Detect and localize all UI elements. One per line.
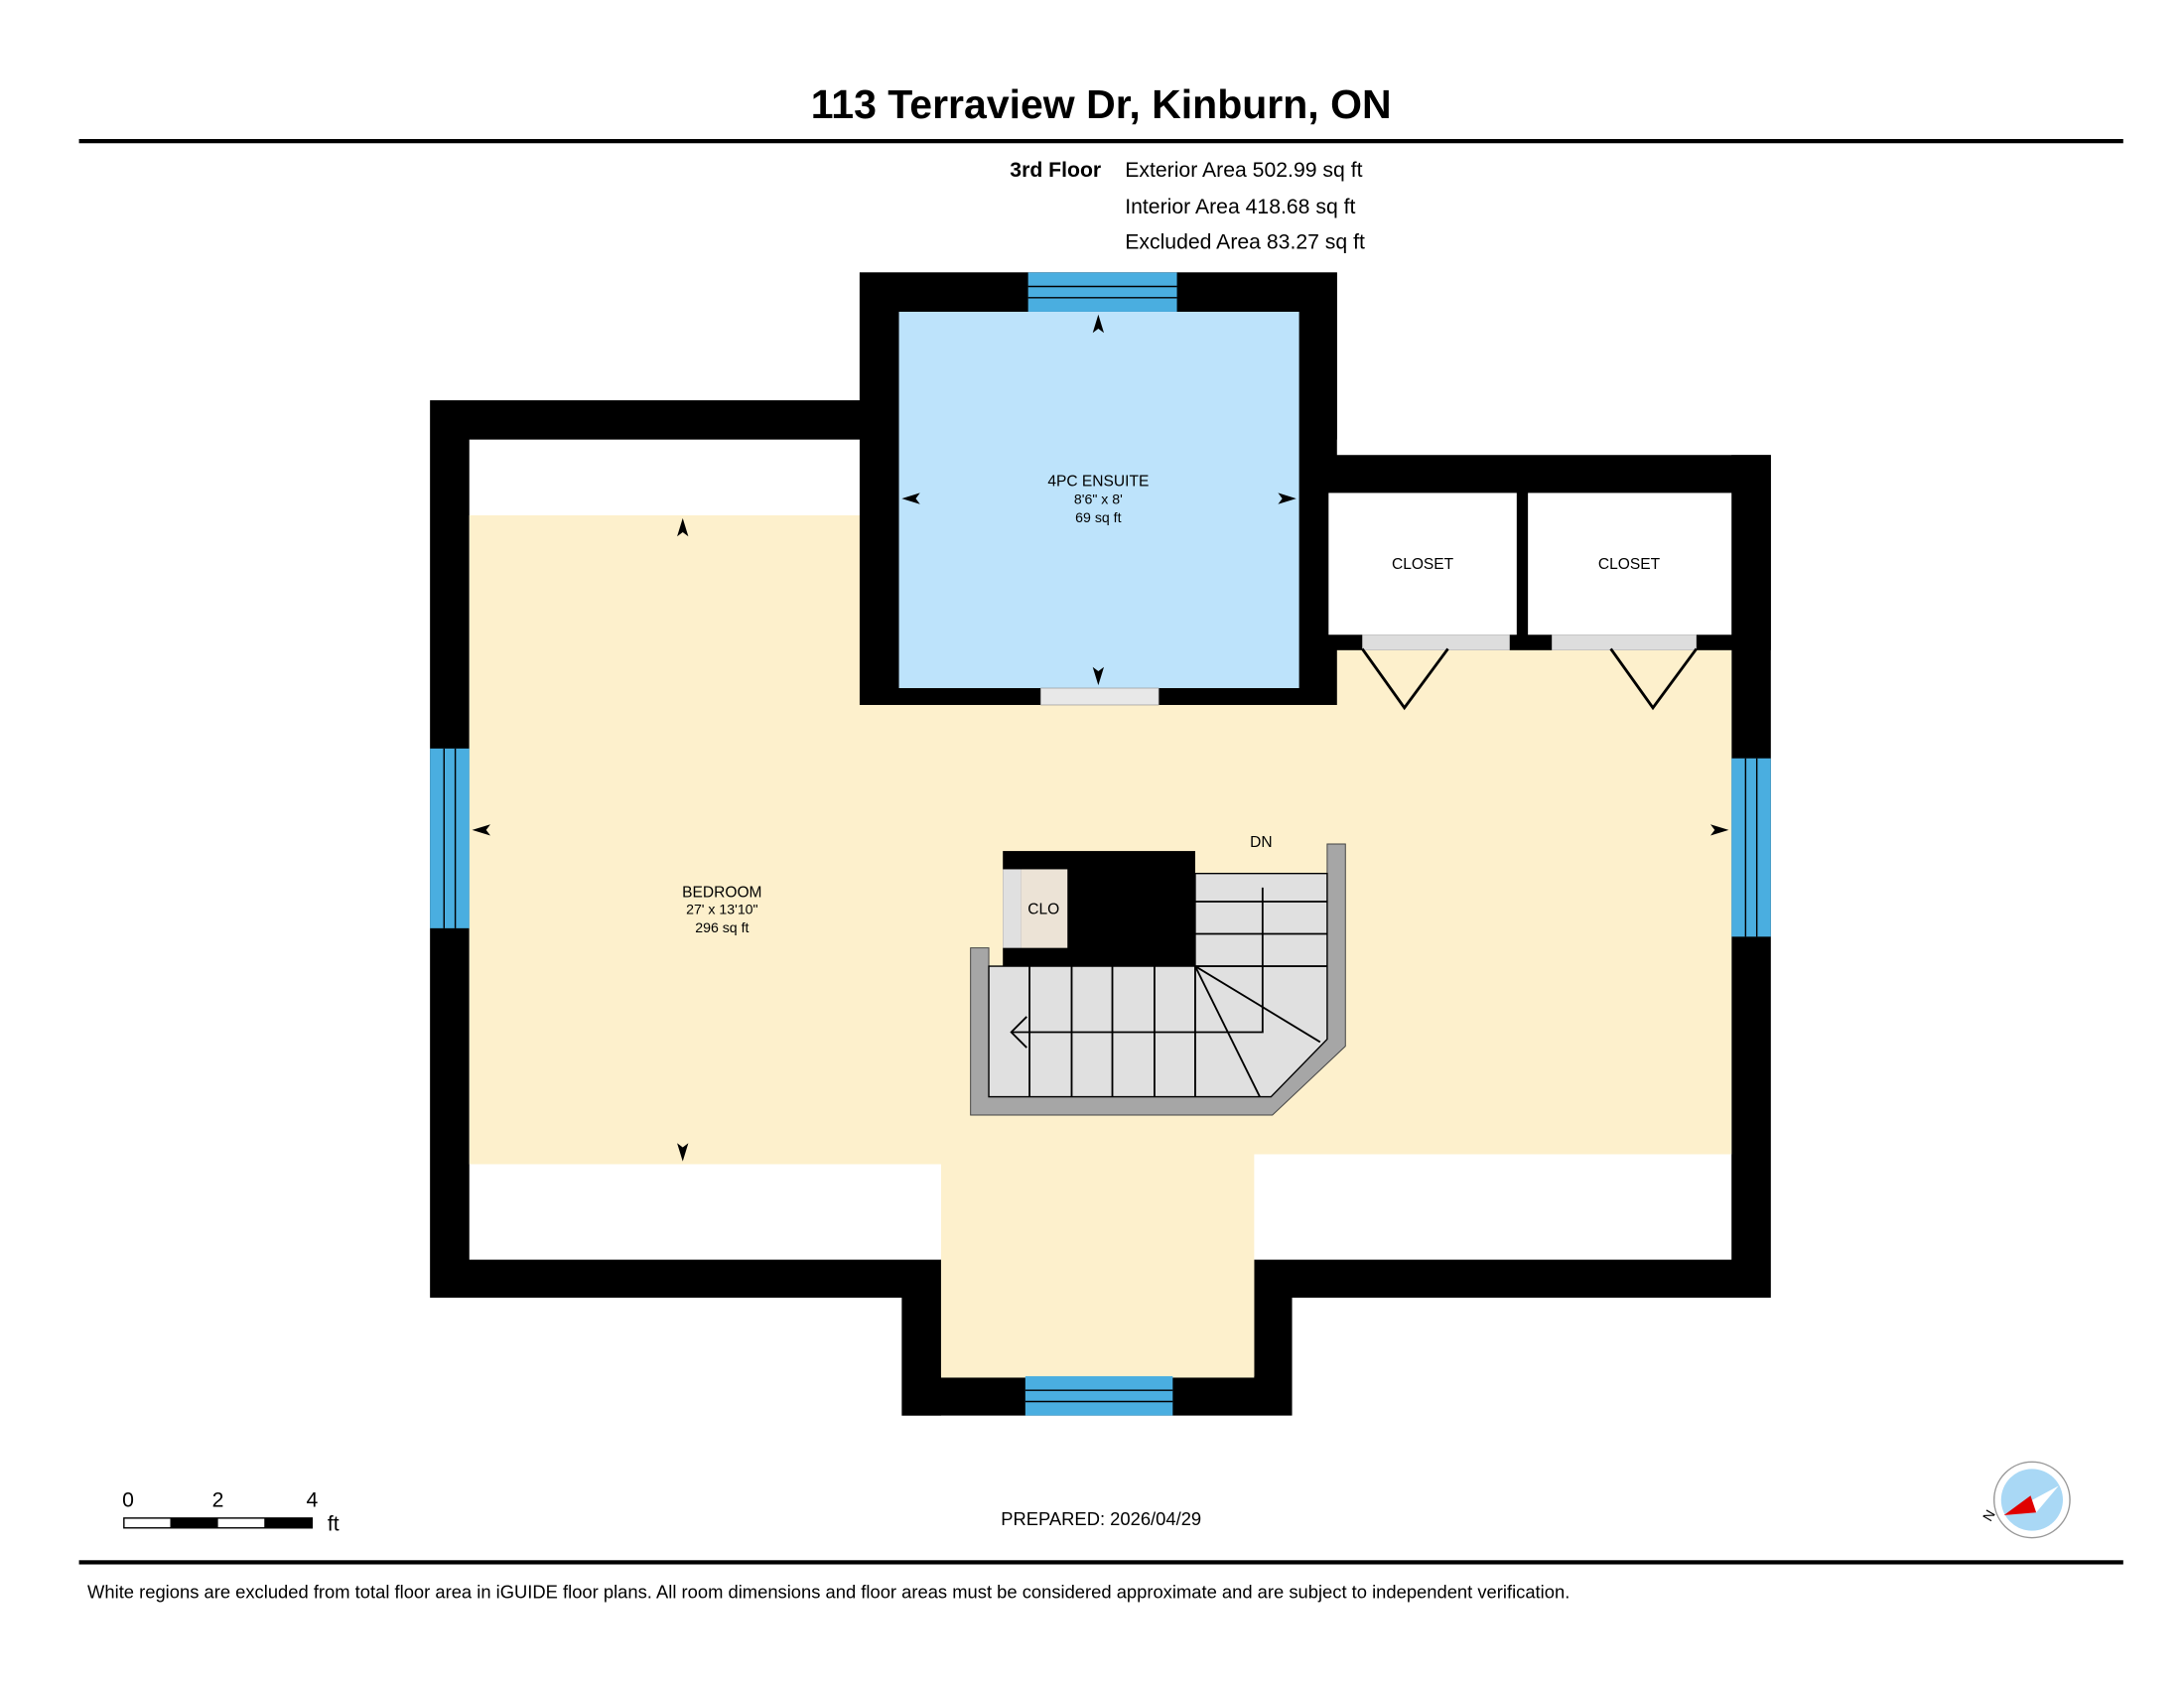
closet-2-door-swing	[1609, 647, 1698, 711]
closet-2[interactable]	[1528, 492, 1732, 635]
scale-tick-2: 2	[212, 1489, 224, 1512]
windows	[430, 272, 1771, 1416]
closet-1[interactable]	[1328, 492, 1517, 635]
window-bottom	[1024, 1376, 1173, 1416]
scale-unit: ft	[328, 1513, 340, 1536]
clo-door[interactable]	[1003, 869, 1022, 948]
window-right	[1731, 758, 1771, 937]
ensuite-name: 4PC ENSUITE	[1047, 473, 1149, 490]
clo-closet[interactable]	[1021, 869, 1068, 948]
stairs-down-label: DN	[1250, 834, 1272, 851]
closet-1-label: CLOSET	[1392, 556, 1454, 573]
floor-name: 3rd Floor	[1010, 159, 1101, 182]
scale-tick-4: 4	[306, 1489, 318, 1512]
window-left	[430, 748, 470, 928]
disclaimer: White regions are excluded from total fl…	[87, 1581, 1570, 1602]
ensuite-dims: 8'6" x 8'	[1074, 492, 1123, 507]
wall-corner	[901, 1376, 941, 1416]
ensuite-floor[interactable]	[898, 311, 1299, 689]
scale-tick-0: 0	[122, 1489, 134, 1512]
bedroom-dims: 27' x 13'10"	[686, 902, 757, 917]
excluded-area: Excluded Area 83.27 sq ft	[1125, 230, 1365, 253]
scale-bar: 0 2 4 ft	[122, 1489, 340, 1536]
stair-direction-arrow	[1011, 887, 1264, 1034]
bedroom-name: BEDROOM	[682, 885, 761, 902]
closet-1-door-swing	[1361, 647, 1449, 711]
closet-2-label: CLOSET	[1598, 556, 1661, 573]
exterior-area: Exterior Area 502.99 sq ft	[1125, 159, 1362, 182]
header-divider	[78, 139, 2123, 144]
compass-icon: N	[1979, 1461, 2071, 1539]
prepared-date: PREPARED: 2026/04/29	[1001, 1508, 1201, 1529]
clo-label: CLO	[1027, 902, 1059, 918]
footer-divider	[78, 1560, 2123, 1565]
closet-1-door[interactable]	[1362, 634, 1510, 650]
bedroom-bay	[940, 1259, 1255, 1378]
closet-2-door[interactable]	[1552, 634, 1697, 650]
bedroom-area: 296 sq ft	[695, 919, 749, 935]
bedroom-dimension-arrows	[472, 517, 1729, 1162]
arrow-head-icon	[1010, 1016, 1027, 1049]
interior-area: Interior Area 418.68 sq ft	[1125, 196, 1355, 218]
ensuite-area: 69 sq ft	[1075, 509, 1121, 525]
ensuite-dimension-arrows	[901, 314, 1297, 686]
ensuite-door[interactable]	[1040, 687, 1160, 706]
window-top	[1027, 272, 1177, 312]
page-title: 113 Terraview Dr, Kinburn, ON	[811, 81, 1392, 127]
